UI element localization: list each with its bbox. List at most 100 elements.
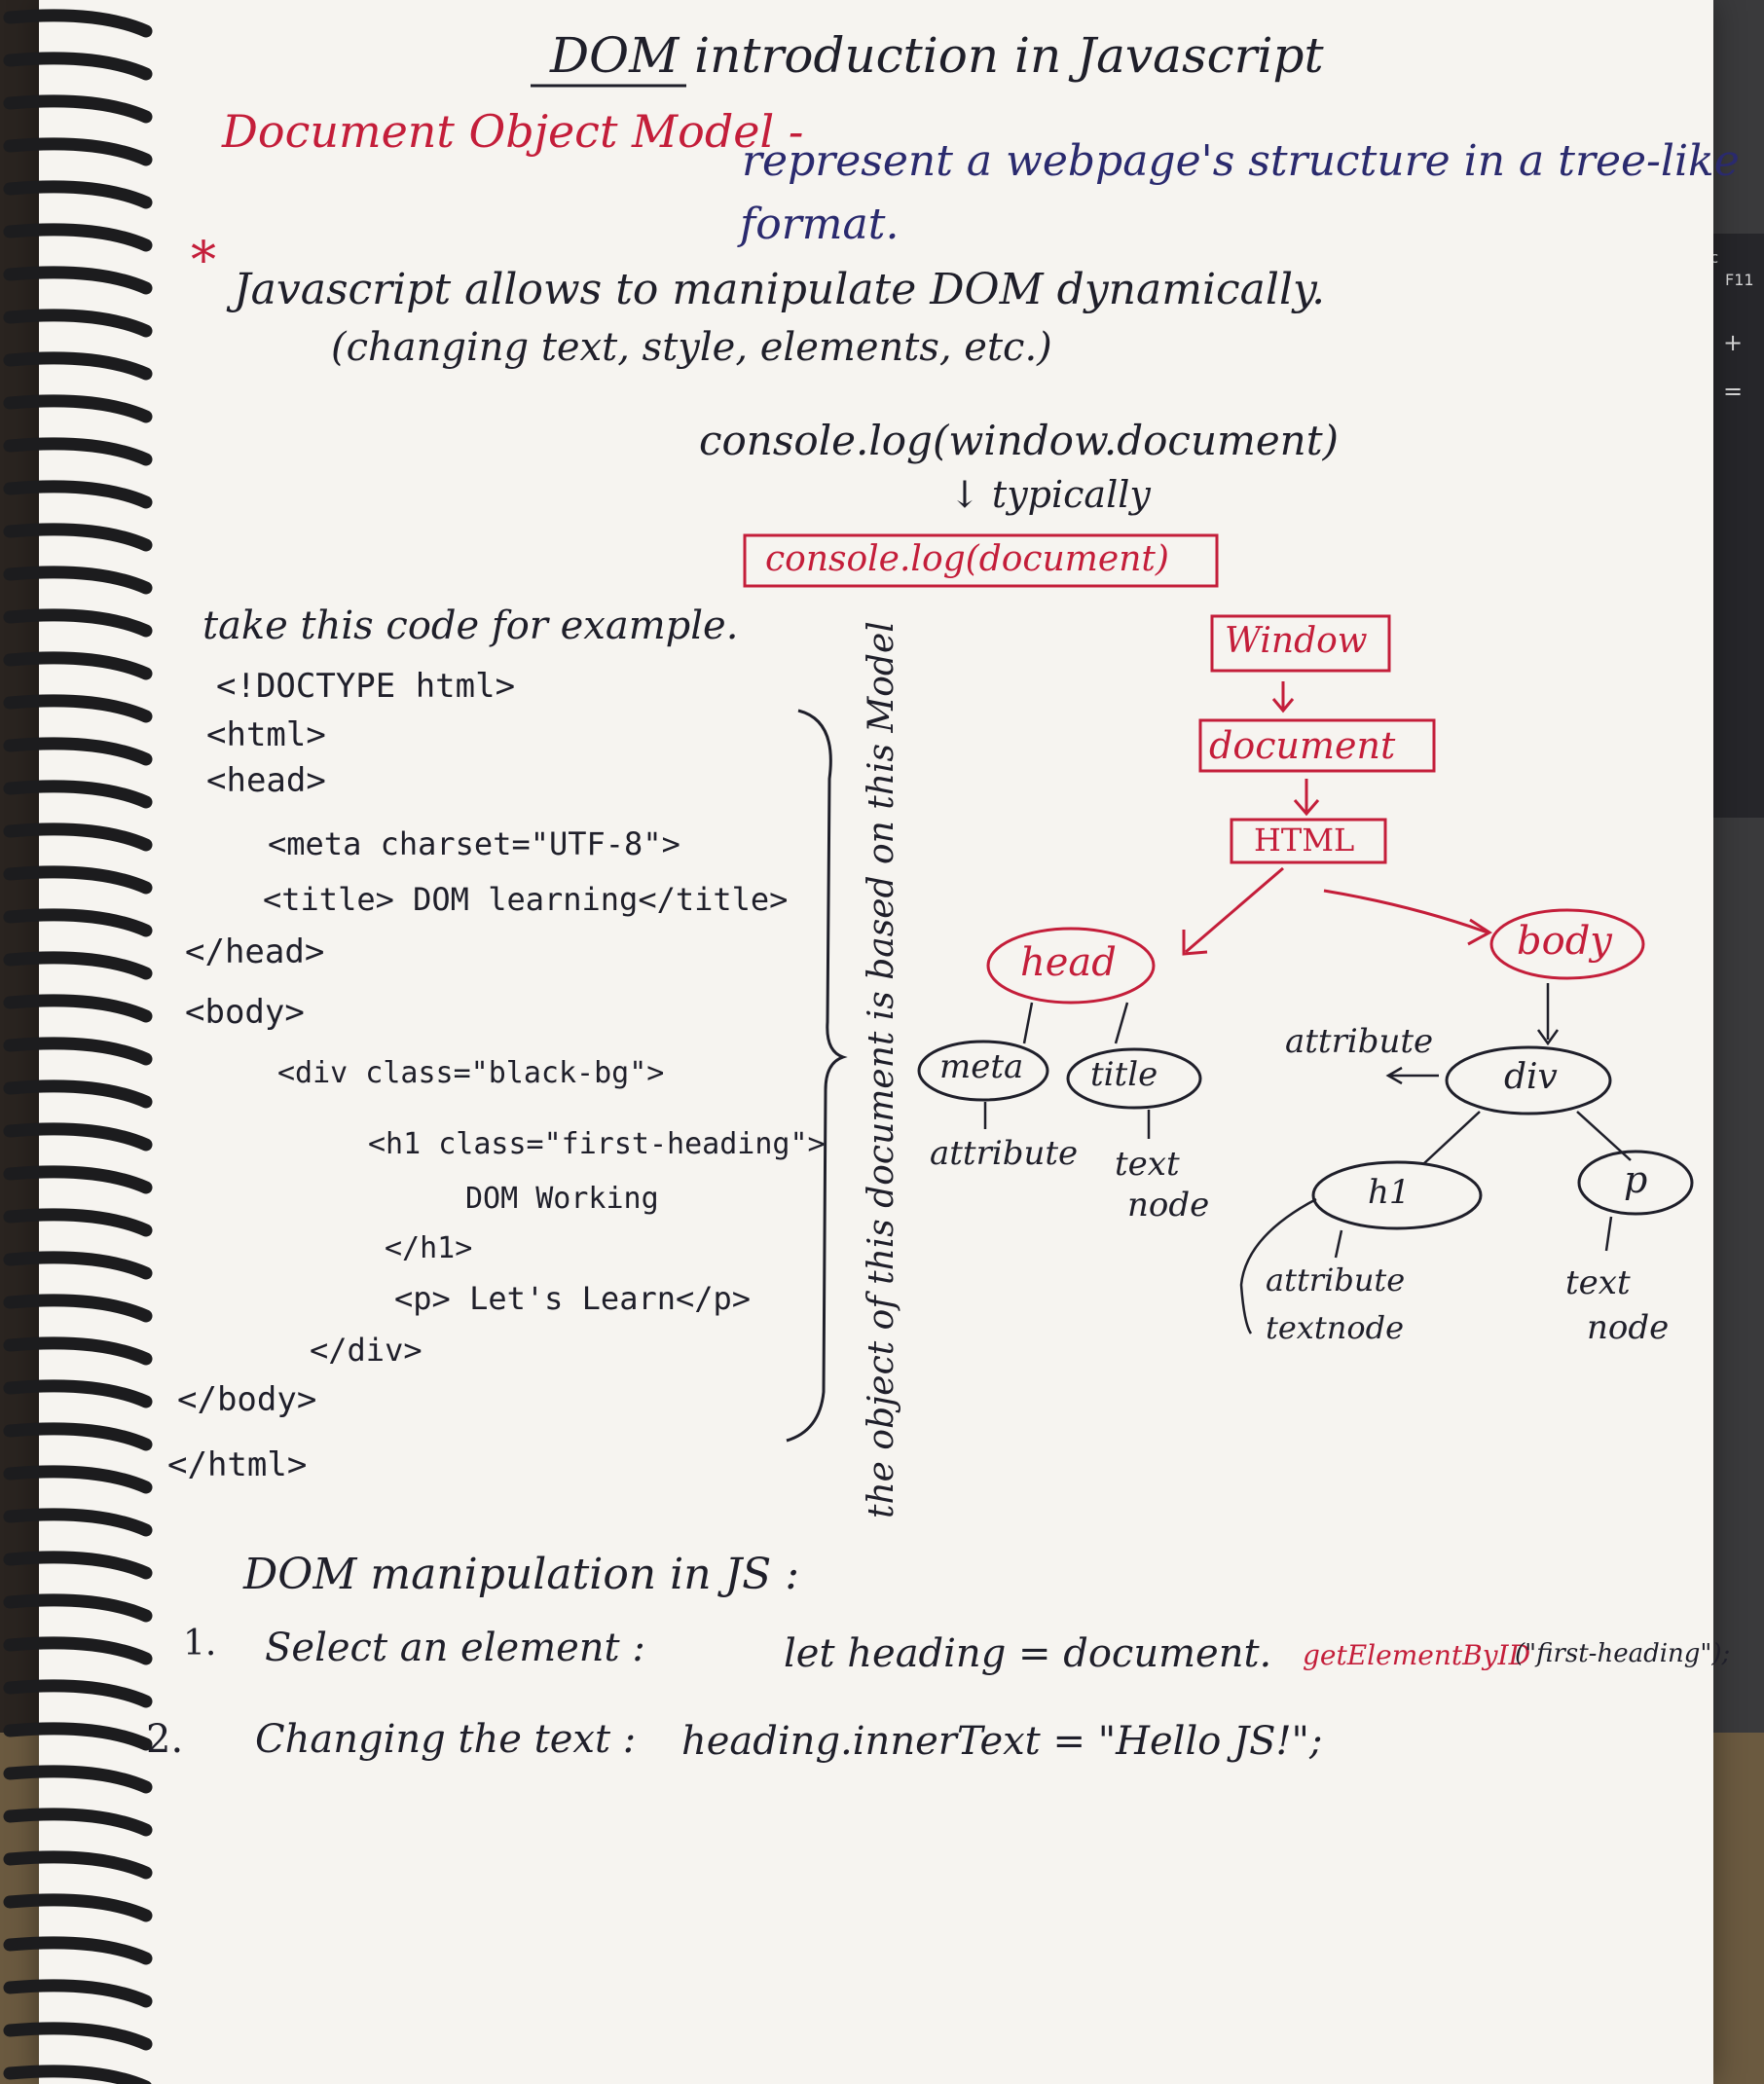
console-line1: console.log(window.document) xyxy=(699,417,1339,464)
spiral-ring xyxy=(3,137,153,166)
spiral-ring xyxy=(3,1850,153,1880)
title-oval xyxy=(1066,1047,1202,1110)
spiral-ring xyxy=(3,566,153,595)
tree-title: title xyxy=(1090,1055,1158,1094)
spiral-ring xyxy=(3,1979,153,2008)
tree-window: Window xyxy=(1225,621,1368,661)
spiral-ring xyxy=(3,309,153,338)
tree-h1-child-2: textnode xyxy=(1266,1309,1404,1346)
spiral-ring xyxy=(3,1336,153,1366)
spiral-ring xyxy=(3,9,153,38)
code-line: <title> DOM learning</title> xyxy=(263,881,789,918)
code-line: DOM Working xyxy=(465,1182,659,1216)
tree-h1: h1 xyxy=(1368,1173,1411,1212)
step2-label: Changing the text : xyxy=(255,1717,637,1762)
spiral-binding xyxy=(3,9,153,2084)
bullet-line1: Javascript allows to manipulate DOM dyna… xyxy=(234,265,1326,314)
p-oval xyxy=(1577,1150,1694,1216)
tree-p: p xyxy=(1624,1158,1648,1201)
div-oval xyxy=(1445,1045,1612,1115)
code-line: <html> xyxy=(206,715,326,754)
tree-p-child-2: node xyxy=(1587,1308,1670,1347)
tree-head: head xyxy=(1020,940,1117,985)
tree-meta-child: attribute xyxy=(930,1134,1079,1173)
console-arrow-note: ↓ typically xyxy=(949,473,1151,516)
step1-label: Select an element : xyxy=(265,1626,645,1670)
page-title: DOM introduction in Javascript xyxy=(550,27,1324,84)
console-box xyxy=(743,533,1219,588)
meta-oval xyxy=(917,1040,1049,1102)
manipulation-heading: DOM manipulation in JS : xyxy=(243,1550,800,1599)
spiral-ring xyxy=(3,1294,153,1323)
spiral-ring xyxy=(3,780,153,809)
tree-title-child-2: node xyxy=(1127,1186,1210,1225)
key-label-plus: + xyxy=(1723,329,1744,356)
spiral-ring xyxy=(3,694,153,723)
step1-num: 1. xyxy=(183,1624,217,1664)
tree-h1-child-1: attribute xyxy=(1266,1261,1406,1298)
spiral-ring xyxy=(3,865,153,895)
tree-div: div xyxy=(1504,1057,1558,1097)
spiral-ring xyxy=(3,1808,153,1837)
spiral-ring xyxy=(3,180,153,209)
step2-num: 2. xyxy=(146,1717,184,1762)
html-box xyxy=(1230,818,1387,864)
tree-body: body xyxy=(1517,919,1612,964)
bullet-star: * xyxy=(191,232,216,290)
tree-document: document xyxy=(1209,724,1396,767)
code-brace xyxy=(786,709,848,1443)
spiral-ring xyxy=(3,223,153,252)
spiral-ring xyxy=(3,1165,153,1194)
tree-meta: meta xyxy=(939,1047,1024,1086)
spiral-ring xyxy=(3,908,153,937)
spiral-ring xyxy=(3,1122,153,1152)
spiral-ring xyxy=(3,2065,152,2084)
spiral-ring xyxy=(3,394,153,423)
spiral-ring xyxy=(3,1422,153,1451)
definition-text-line1: represent a webpage's structure in a tre… xyxy=(742,136,1740,186)
spiral-ring xyxy=(3,951,153,980)
example-intro: take this code for example. xyxy=(202,603,739,648)
spiral-ring xyxy=(3,608,153,638)
code-line: </div> xyxy=(310,1332,423,1369)
spiral-ring xyxy=(3,351,153,381)
spiral-ring xyxy=(3,1037,153,1066)
spiral-ring xyxy=(3,1722,153,1751)
spiral-ring xyxy=(3,994,153,1023)
spiral-ring xyxy=(3,94,153,124)
code-line: </body> xyxy=(177,1380,317,1419)
spiral-ring xyxy=(3,1251,153,1280)
head-oval xyxy=(986,927,1156,1005)
code-line: <head> xyxy=(206,761,326,800)
vertical-note: the object of this document is based on … xyxy=(862,621,901,1518)
document-box xyxy=(1198,718,1436,773)
code-line: </html> xyxy=(167,1445,308,1484)
spiral-ring xyxy=(3,1551,153,1580)
tree-html: HTML xyxy=(1254,822,1355,859)
tree-div-attr: attribute xyxy=(1285,1022,1434,1061)
code-line: </head> xyxy=(185,932,325,971)
spiral-ring xyxy=(3,1765,153,1794)
spiral-ring xyxy=(3,1936,153,1965)
key-label-equals: = xyxy=(1723,378,1744,405)
spiral-ring xyxy=(3,1208,153,1237)
spiral-ring xyxy=(3,52,153,81)
spiral-ring xyxy=(3,1636,153,1665)
definition-term: Document Object Model - xyxy=(222,105,804,158)
spiral-ring xyxy=(3,1893,153,1922)
spiral-ring xyxy=(3,823,153,852)
code-line: <!DOCTYPE html> xyxy=(216,667,516,706)
step1-code-b: getElementByID xyxy=(1303,1639,1531,1671)
spiral-ring xyxy=(3,1679,153,1708)
spiral-ring xyxy=(3,737,153,766)
code-line: <div class="black-bg"> xyxy=(277,1056,665,1090)
code-line: <h1 class="first-heading"> xyxy=(368,1127,826,1161)
code-line: </h1> xyxy=(385,1231,473,1265)
tree-p-child-1: text xyxy=(1565,1263,1631,1302)
bullet-line2: (changing text, style, elements, etc.) xyxy=(331,325,1052,370)
spiral-ring xyxy=(3,480,153,509)
spiral-ring xyxy=(3,651,153,680)
spiral-ring xyxy=(3,1379,153,1408)
code-line: <meta charset="UTF-8"> xyxy=(268,825,680,862)
